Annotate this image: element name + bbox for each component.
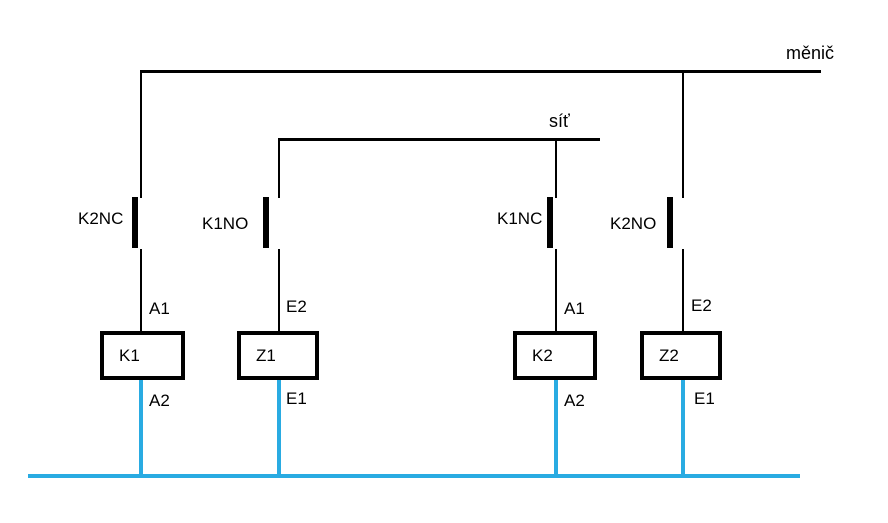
coil-wire-blue [554, 380, 558, 477]
coil-z2-label: Z2 [659, 345, 679, 365]
contact-k1nc-bar [547, 197, 553, 248]
coil-k2-label: K2 [532, 345, 553, 365]
coil-box-z1: Z1 [237, 331, 319, 380]
terminal-bottom-label: E1 [286, 389, 307, 408]
menic-label: měnič [786, 43, 835, 63]
sit-bus-line [278, 138, 600, 141]
wire-lower [278, 249, 280, 332]
contact-k2no-bar [667, 197, 673, 248]
wire-lower [555, 249, 557, 332]
coil-wire-blue [681, 380, 685, 477]
terminal-top-label: E2 [691, 296, 712, 315]
contact-k2nc-bar [132, 197, 138, 248]
terminal-top-label: A1 [564, 299, 585, 318]
bottom-bus-line [28, 474, 800, 478]
terminal-bottom-label: A2 [564, 391, 585, 410]
contact-k1no-label: K1NO [202, 214, 249, 233]
menic-bus-line [140, 70, 821, 73]
contact-k2nc-label: K2NC [78, 209, 124, 228]
coil-z1-label: Z1 [256, 345, 276, 365]
wire-upper [682, 70, 684, 198]
coil-box-k2: K2 [513, 331, 597, 380]
contact-k1no-bar [263, 197, 269, 248]
terminal-top-label: A1 [149, 299, 170, 318]
coil-wire-blue [139, 380, 143, 477]
wire-upper [555, 138, 557, 198]
terminal-bottom-label: E1 [694, 389, 715, 408]
coil-box-k1: K1 [100, 331, 185, 380]
coil-k1-label: K1 [119, 345, 140, 365]
wire-upper [278, 138, 280, 198]
wire-upper [140, 70, 142, 198]
wire-lower [682, 249, 684, 332]
contact-k1nc-label: K1NC [497, 209, 543, 228]
wire-lower [140, 249, 142, 332]
coil-box-z2: Z2 [640, 331, 722, 380]
coil-wire-blue [277, 380, 281, 477]
terminal-top-label: E2 [286, 297, 307, 316]
contact-k2no-label: K2NO [610, 214, 657, 233]
terminal-bottom-label: A2 [149, 391, 170, 410]
sit-label: síť [549, 111, 570, 131]
